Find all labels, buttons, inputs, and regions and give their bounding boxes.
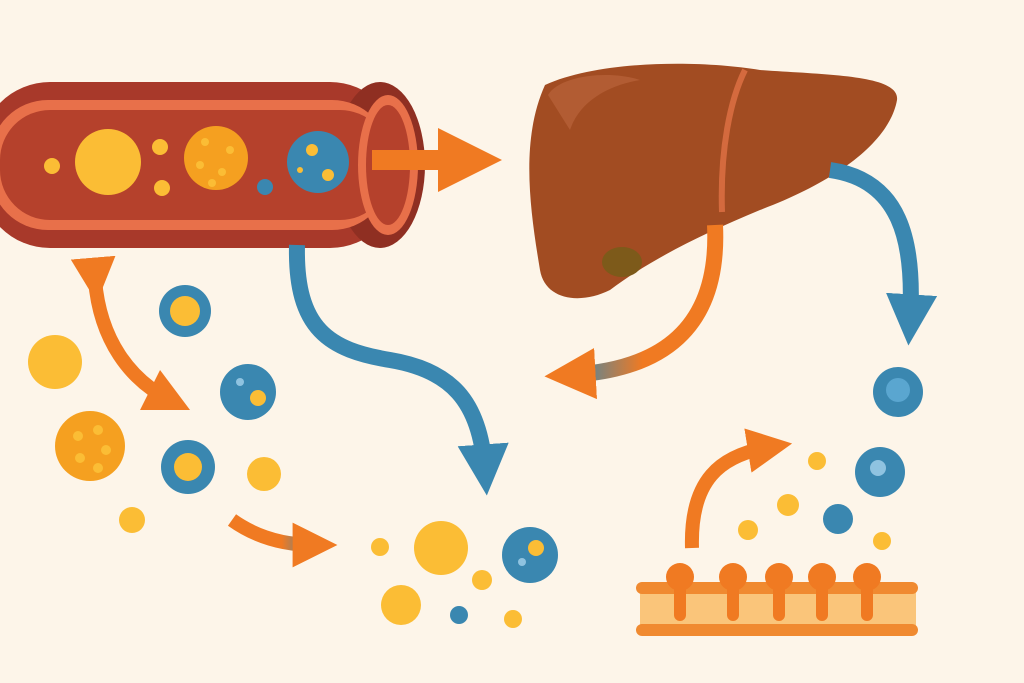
arrow-vessel-down [288,244,509,496]
blood-vessel-icon [0,82,425,248]
cells-center [371,521,558,628]
cell-membrane-icon [636,563,918,636]
arrow-liver-right-down [828,162,938,346]
cells-left [28,255,338,568]
liver-icon [529,63,898,299]
arrow-liver-to-left [544,224,724,400]
cells-right [684,367,923,550]
